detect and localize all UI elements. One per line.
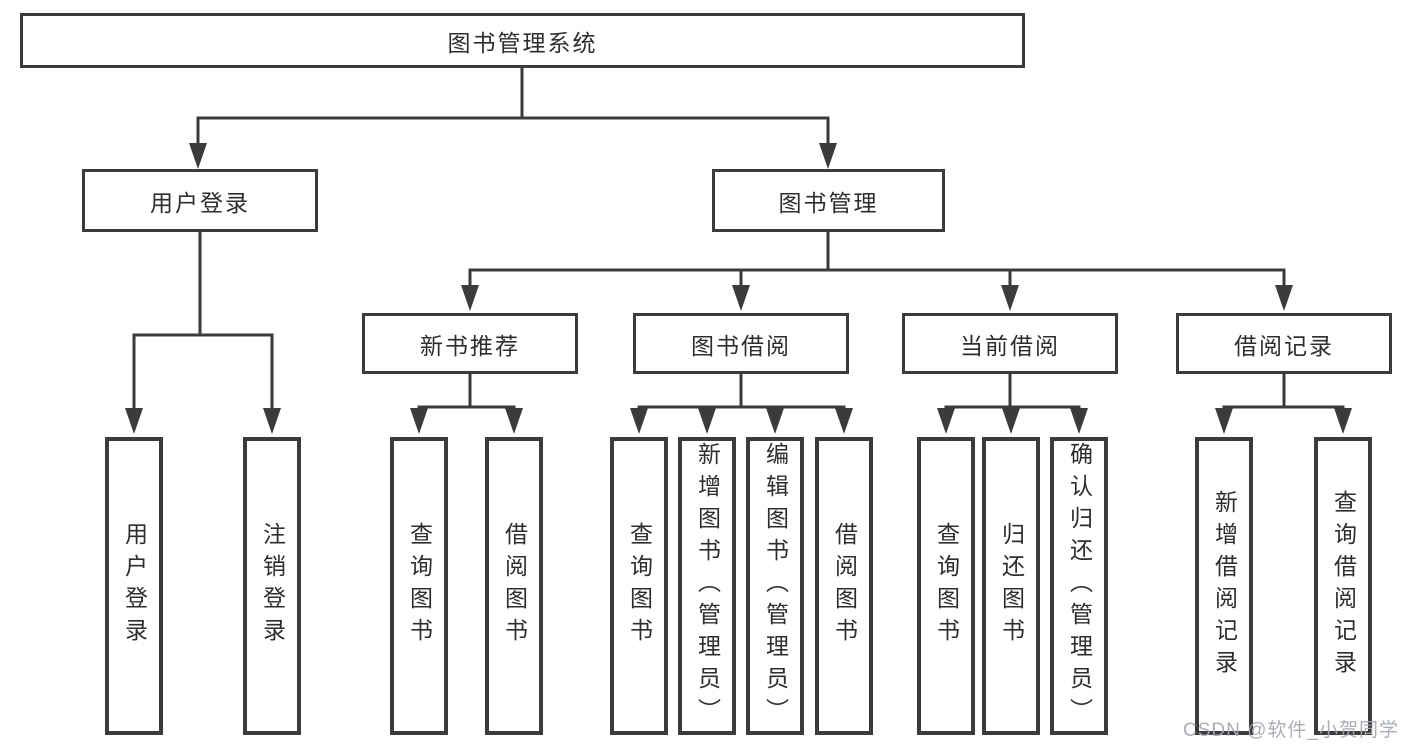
node-borrow-record: 借阅记录 xyxy=(1176,313,1392,374)
leaf-confirm-return-admin-label: 确认归还（管理员） xyxy=(1066,442,1093,730)
leaf-recommend-query-books-label: 查询图书 xyxy=(406,522,433,650)
leaf-edit-books-admin-label: 编辑图书（管理员） xyxy=(762,442,789,730)
node-borrow-record-label: 借阅记录 xyxy=(1234,332,1334,359)
leaf-borrow-books: 借阅图书 xyxy=(815,437,873,735)
leaf-edit-books-admin: 编辑图书（管理员） xyxy=(746,437,804,735)
leaf-add-books-admin-label: 新增图书（管理员） xyxy=(694,442,721,730)
leaf-logout-label: 注销登录 xyxy=(259,522,286,650)
leaf-current-query-books: 查询图书 xyxy=(917,437,975,735)
leaf-borrow-query-books: 查询图书 xyxy=(610,437,668,735)
leaf-recommend-borrow-books-label: 借阅图书 xyxy=(501,522,528,650)
leaf-recommend-borrow-books: 借阅图书 xyxy=(485,437,543,735)
csdn-watermark: CSDN @软件_小贺同学 xyxy=(1183,720,1399,741)
leaf-return-books: 归还图书 xyxy=(982,437,1040,735)
leaf-borrow-books-label: 借阅图书 xyxy=(831,522,858,650)
node-system-root: 图书管理系统 xyxy=(20,13,1025,68)
node-user-login-label: 用户登录 xyxy=(150,189,250,216)
leaf-query-borrow-record-label: 查询借阅记录 xyxy=(1330,490,1357,682)
node-book-borrow-label: 图书借阅 xyxy=(691,332,791,359)
node-system-root-label: 图书管理系统 xyxy=(447,29,598,56)
node-current-borrow-label: 当前借阅 xyxy=(960,332,1060,359)
node-book-borrow: 图书借阅 xyxy=(633,313,849,374)
leaf-user-login-label: 用户登录 xyxy=(121,522,148,650)
arrowheads xyxy=(125,143,1352,434)
leaf-borrow-query-books-label: 查询图书 xyxy=(626,522,653,650)
leaf-recommend-query-books: 查询图书 xyxy=(390,437,448,735)
leaf-add-books-admin: 新增图书（管理员） xyxy=(678,437,736,735)
leaf-current-query-books-label: 查询图书 xyxy=(933,522,960,650)
leaf-confirm-return-admin: 确认归还（管理员） xyxy=(1050,437,1108,735)
node-book-management: 图书管理 xyxy=(712,169,945,232)
node-book-management-label: 图书管理 xyxy=(778,189,879,216)
node-current-borrow: 当前借阅 xyxy=(902,313,1118,374)
node-new-book-recommend-label: 新书推荐 xyxy=(420,332,520,359)
leaf-query-borrow-record: 查询借阅记录 xyxy=(1314,437,1372,735)
leaf-user-login: 用户登录 xyxy=(105,437,163,735)
leaf-add-borrow-record: 新增借阅记录 xyxy=(1195,437,1253,735)
leaf-return-books-label: 归还图书 xyxy=(998,522,1025,650)
node-new-book-recommend: 新书推荐 xyxy=(362,313,578,374)
leaf-add-borrow-record-label: 新增借阅记录 xyxy=(1211,490,1238,682)
leaf-logout: 注销登录 xyxy=(243,437,301,735)
node-user-login: 用户登录 xyxy=(82,169,318,232)
